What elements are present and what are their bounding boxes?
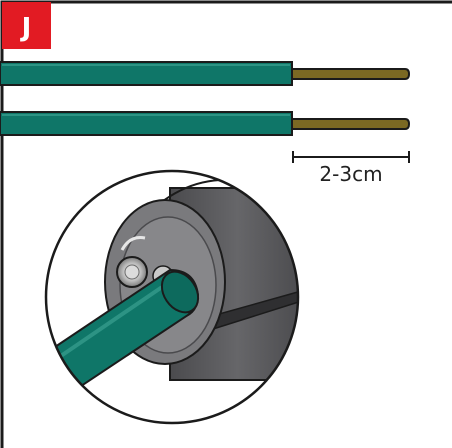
wire-1 (0, 61, 411, 86)
step-badge: J (2, 2, 51, 49)
magnified-cable-end-icon (44, 169, 300, 425)
detail-callout-border (44, 169, 300, 425)
wire-1-copper-core (291, 68, 411, 80)
cable-end-face-curl (120, 236, 146, 251)
detail-callout-content (46, 178, 298, 402)
step-badge-label: J (20, 13, 32, 43)
dimension-label: 2-3cm (319, 162, 382, 186)
step-badge-background (2, 2, 51, 49)
core-hole-1-inner (124, 264, 140, 280)
wire-2 (0, 111, 411, 136)
green-wire-end (160, 270, 200, 314)
green-wire-highlight (53, 283, 167, 362)
wire-2-copper-core (291, 118, 411, 130)
strip-length-dimension: 2-3cm (292, 151, 410, 186)
